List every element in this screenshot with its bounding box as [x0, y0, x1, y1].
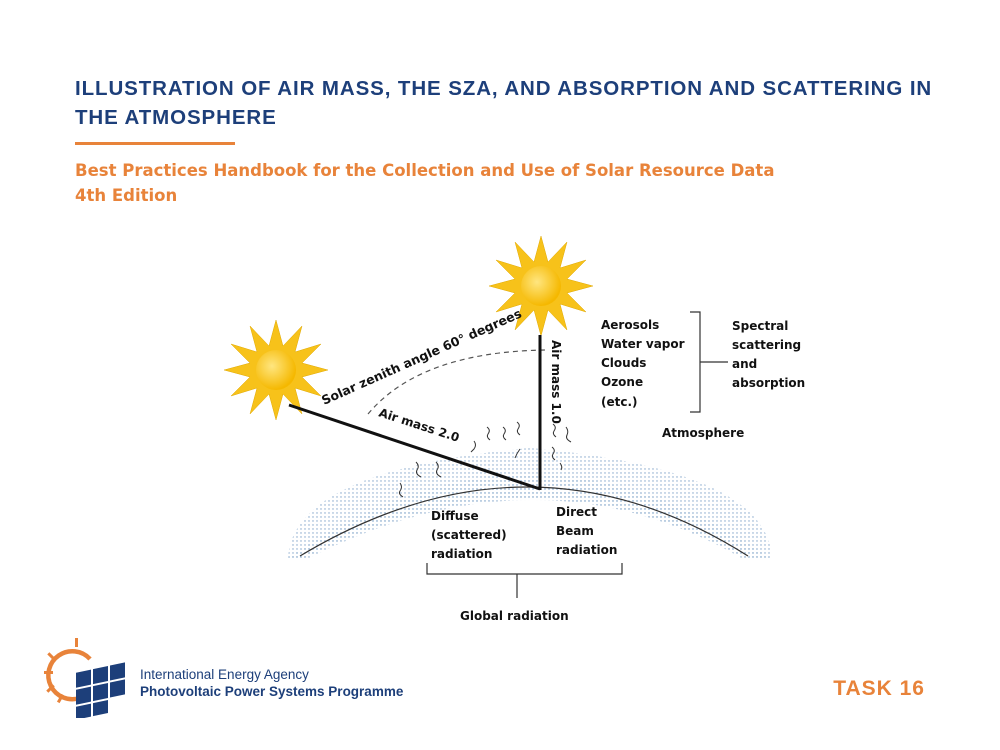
diffuse-line: Diffuse — [431, 509, 479, 523]
zenith-angle-arc — [367, 349, 546, 415]
programme-name: Photovoltaic Power Systems Programme — [140, 684, 404, 699]
effects-list: Spectral scattering and absorption — [732, 319, 805, 390]
zenith-angle-label: Solar zenith angle 60° degrees — [319, 306, 524, 408]
constituents-list: Aerosols Water vapor Clouds Ozone (etc.) — [601, 318, 685, 409]
direct-line: radiation — [556, 543, 617, 557]
effect-line: Spectral — [732, 319, 788, 333]
page-title: ILLUSTRATION OF AIR MASS, THE SZA, AND A… — [75, 77, 933, 129]
direct-line: Beam — [556, 524, 594, 538]
air-mass-1-label: Air mass 1.0 — [549, 340, 563, 424]
org-name: International Energy Agency — [140, 667, 309, 682]
scattering-arrows — [398, 421, 572, 498]
constituent-item: Clouds — [601, 356, 646, 370]
task-label: TASK 16 — [833, 677, 925, 700]
title-divider — [75, 142, 235, 145]
atmosphere-label: Atmosphere — [662, 426, 744, 440]
global-bracket — [426, 563, 623, 598]
diffuse-line: radiation — [431, 547, 492, 561]
page-subtitle: Best Practices Handbook for the Collecti… — [75, 158, 975, 208]
earth-surface — [299, 486, 749, 557]
sun-icon-low — [223, 319, 329, 421]
effect-line: and — [732, 357, 757, 371]
diffuse-line: (scattered) — [431, 528, 507, 542]
constituents-bracket — [690, 311, 728, 413]
direct-line: Direct — [556, 505, 597, 519]
subtitle-line-1: Best Practices Handbook for the Collecti… — [75, 161, 775, 180]
atmosphere-layer — [288, 448, 772, 558]
global-radiation-label: Global radiation — [460, 609, 569, 623]
constituent-item: (etc.) — [601, 395, 638, 409]
diffuse-radiation-label: Diffuse (scattered) radiation — [431, 509, 507, 561]
iea-pvps-logo — [44, 638, 125, 718]
constituent-item: Ozone — [601, 375, 643, 389]
effect-line: scattering — [732, 338, 801, 352]
constituent-item: Water vapor — [601, 337, 685, 351]
effect-line: absorption — [732, 376, 805, 390]
constituent-item: Aerosols — [601, 318, 659, 332]
subtitle-line-2: 4th Edition — [75, 186, 178, 205]
air-mass-2-path — [288, 403, 541, 491]
logo-text: International Energy Agency Photovoltaic… — [140, 666, 403, 700]
direct-radiation-label: Direct Beam radiation — [556, 505, 617, 557]
